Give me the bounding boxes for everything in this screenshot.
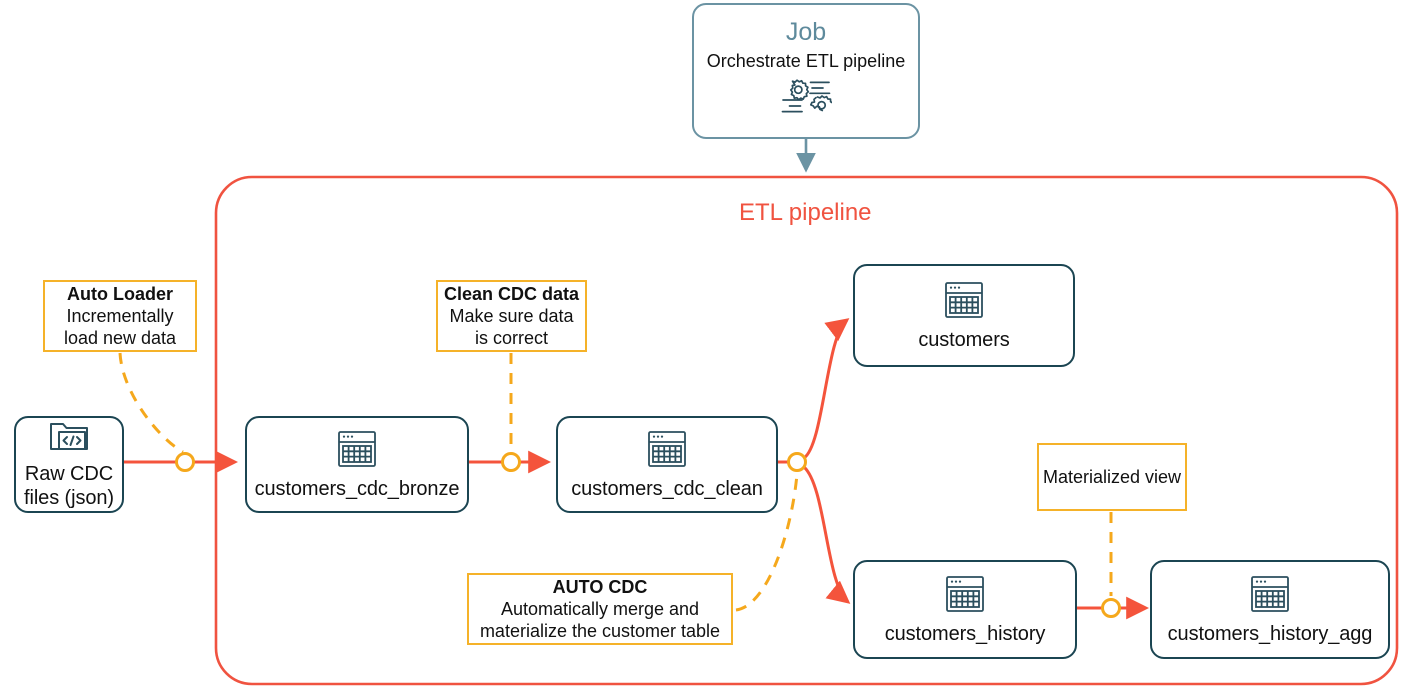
- node-label-customers-history: customers_history: [884, 622, 1046, 645]
- callout-auto-loader-line-3: load new data: [63, 328, 177, 349]
- job-title: Job: [785, 18, 827, 46]
- arrow-junction-to-customers: [802, 318, 850, 460]
- table-icon: [1249, 574, 1291, 614]
- node-customers-history[interactable]: customers_history: [853, 560, 1077, 659]
- callout-auto-loader-line-1: Auto Loader: [67, 283, 173, 304]
- callout-materialized-view-line-1: Materialized view: [1042, 466, 1182, 487]
- node-label-customers-cdc-clean: customers_cdc_clean: [571, 477, 763, 500]
- table-icon: [944, 574, 986, 614]
- table-icon: [646, 429, 688, 469]
- junction-clean-branch: [787, 452, 807, 472]
- arrow-junction-to-history: [802, 465, 851, 604]
- junction-history-to-agg: [1101, 598, 1121, 618]
- callout-auto-cdc-line-1: AUTO CDC: [552, 576, 648, 597]
- node-label-raw-cdc-line1: Raw CDC: [24, 463, 114, 486]
- node-customers-cdc-clean[interactable]: customers_cdc_clean: [556, 416, 778, 513]
- node-label-customers-history-agg: customers_history_agg: [1167, 622, 1373, 645]
- junction-raw-to-bronze: [175, 452, 195, 472]
- job-box[interactable]: Job Orchestrate ETL pipeline: [692, 3, 920, 139]
- callout-clean-cdc-line-1: Clean CDC data: [443, 283, 580, 304]
- callout-auto-loader: Auto Loader Incrementally load new data: [43, 280, 197, 352]
- leader-auto-loader: [118, 352, 184, 454]
- etl-pipeline-label: ETL pipeline: [739, 199, 872, 226]
- callout-auto-cdc: AUTO CDC Automatically merge and materia…: [467, 573, 733, 645]
- node-customers[interactable]: customers: [853, 264, 1075, 367]
- table-icon: [336, 429, 378, 469]
- callout-auto-loader-line-2: Incrementally: [66, 305, 174, 326]
- callout-clean-cdc-line-2: Make sure data: [449, 305, 574, 326]
- callout-auto-cdc-line-3: materialize the customer table: [479, 621, 721, 642]
- callout-clean-cdc-line-3: is correct: [474, 328, 548, 349]
- node-label-raw-cdc-line2: files (json): [24, 487, 114, 509]
- job-subtitle: Orchestrate ETL pipeline: [706, 50, 906, 71]
- gears-automation-icon: [780, 78, 834, 123]
- node-label-customers-cdc-bronze: customers_cdc_bronze: [254, 477, 460, 500]
- node-label-customers: customers: [918, 328, 1010, 351]
- callout-clean-cdc-data: Clean CDC data Make sure data is correct: [436, 280, 587, 352]
- callout-auto-cdc-line-2: Automatically merge and: [500, 598, 700, 619]
- callout-materialized-view: Materialized view: [1037, 443, 1187, 511]
- table-icon: [943, 280, 985, 320]
- node-customers-cdc-bronze[interactable]: customers_cdc_bronze: [245, 416, 469, 513]
- node-customers-history-agg[interactable]: customers_history_agg: [1150, 560, 1390, 659]
- node-raw-cdc-files[interactable]: Raw CDC files (json): [14, 416, 124, 513]
- folder-code-icon: [47, 418, 91, 454]
- junction-bronze-to-clean: [501, 452, 521, 472]
